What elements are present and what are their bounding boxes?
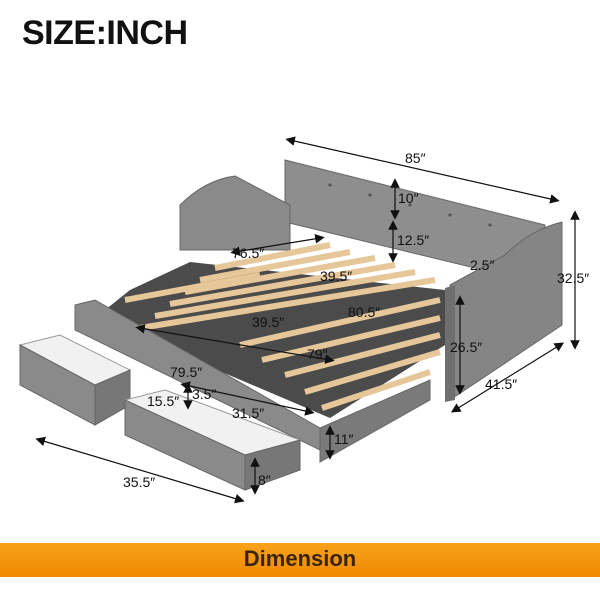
dim-trundle-length: 79″ (307, 346, 328, 362)
dim-arm-top: 2.5″ (470, 257, 494, 273)
dim-drawer-length: 35.5″ (123, 474, 155, 490)
dimension-banner (0, 543, 600, 577)
dimension-banner-label: Dimension (243, 546, 357, 571)
trundle-frame-front (319, 379, 431, 463)
dimension-lines (35, 136, 580, 504)
daybed-left-arm (179, 175, 291, 251)
dim-inner-length-mid: 80.5″ (348, 304, 380, 320)
dim-arm-height: 26.5″ (450, 339, 482, 355)
dim-overall-height: 32.5″ (557, 270, 589, 286)
dim-slat-width-mid: 39.5″ (252, 314, 284, 330)
storage-drawer-left (18, 334, 132, 426)
daybed-illustration: 85″ 10″ 76.5″ 12.5″ 39.5″ 2.5″ 32.5″ 39.… (18, 136, 589, 504)
page-title: SIZE:INCH (22, 14, 188, 52)
dim-overall-depth: 41.5″ (485, 376, 517, 392)
dim-slat-width-top: 39.5″ (320, 268, 352, 284)
dim-drawer-depth: 15.5″ (147, 393, 179, 409)
dim-back-inner-height: 12.5″ (397, 232, 429, 248)
dim-inner-length-top: 76.5″ (232, 245, 264, 261)
dim-drawer-gap: 3.5″ (192, 386, 216, 402)
dim-trundle-outer: 79.5″ (170, 364, 202, 380)
dim-overall-length: 85″ (405, 150, 426, 166)
dim-back-height: 10″ (398, 190, 419, 206)
dim-drawer-height: 8″ (258, 472, 271, 488)
dim-trundle-height: 11″ (334, 431, 354, 447)
bed-slats (124, 242, 441, 411)
dim-drawer-width: 31.5″ (232, 405, 264, 421)
